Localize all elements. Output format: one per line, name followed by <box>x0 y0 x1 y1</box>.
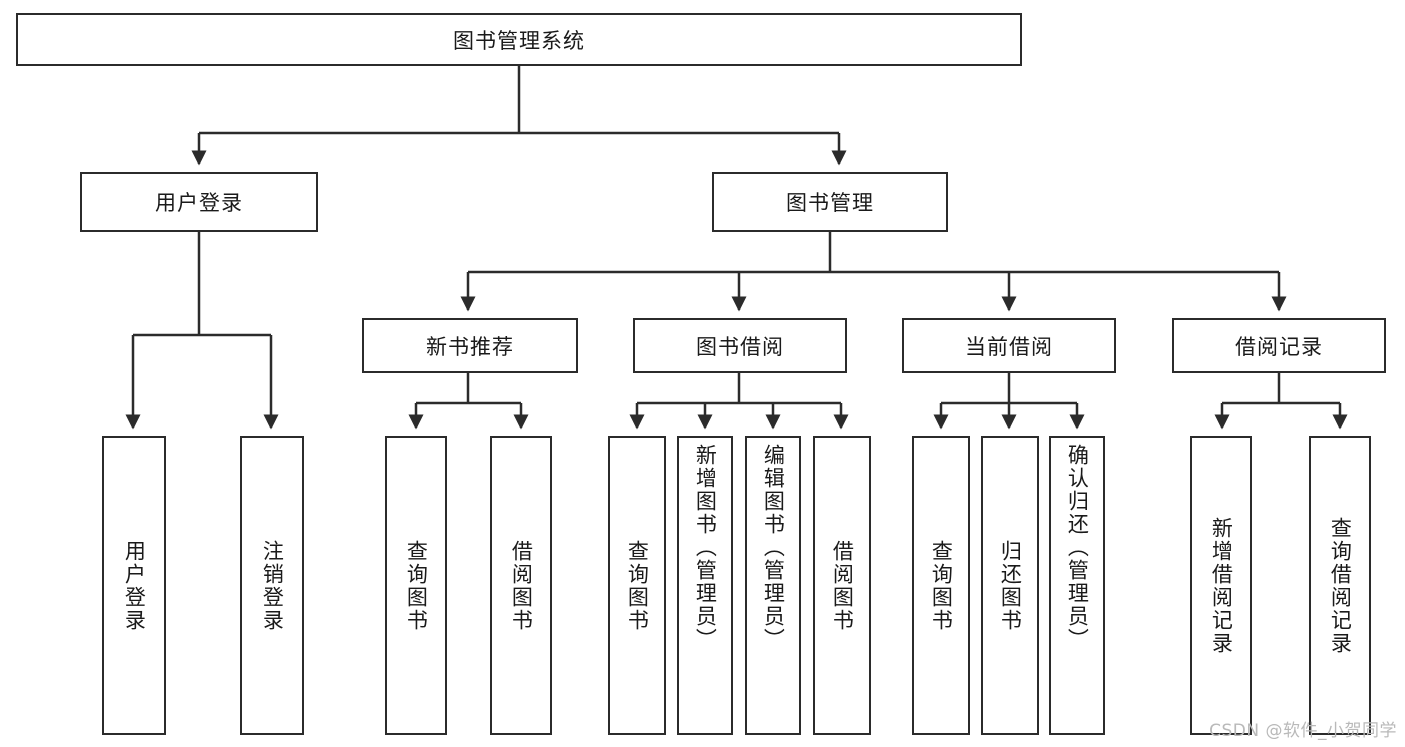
node-root[interactable]: 图书管理系统 <box>16 13 1022 66</box>
edge-bookborrow-to-leaves <box>629 373 849 430</box>
leaf-edit-book[interactable]: 编辑图书（管理员） <box>745 436 801 735</box>
leaf-confirm-return-label: 确认归还（管理员） <box>1065 444 1090 651</box>
leaf-query-book-a[interactable]: 查询图书 <box>385 436 447 735</box>
leaf-borrow-book-b[interactable]: 借阅图书 <box>813 436 871 735</box>
leaf-logout-label: 注销登录 <box>260 539 285 632</box>
leaf-query-book-a-label: 查询图书 <box>404 539 429 632</box>
leaf-query-book-c-label: 查询图书 <box>929 539 954 632</box>
leaf-borrow-book-a[interactable]: 借阅图书 <box>490 436 552 735</box>
leaf-add-record[interactable]: 新增借阅记录 <box>1190 436 1252 735</box>
node-new-book-recommend-label: 新书推荐 <box>426 334 514 359</box>
node-user-login-label: 用户登录 <box>155 191 243 215</box>
node-book-borrow-label: 图书借阅 <box>696 334 784 359</box>
node-current-borrow[interactable]: 当前借阅 <box>902 318 1116 373</box>
node-current-borrow-label: 当前借阅 <box>965 334 1053 359</box>
leaf-query-record-label: 查询借阅记录 <box>1328 516 1353 655</box>
edge-userlogin-to-leaves <box>125 232 279 430</box>
leaf-add-book[interactable]: 新增图书（管理员） <box>677 436 733 735</box>
leaf-user-login[interactable]: 用户登录 <box>102 436 166 735</box>
node-book-manage-label: 图书管理 <box>786 191 874 215</box>
leaf-borrow-book-a-label: 借阅图书 <box>509 539 534 632</box>
leaf-query-book-b[interactable]: 查询图书 <box>608 436 666 735</box>
leaf-user-login-label: 用户登录 <box>122 539 147 632</box>
leaf-add-record-label: 新增借阅记录 <box>1209 516 1234 655</box>
edge-bookmanage-to-level3 <box>460 232 1287 312</box>
leaf-query-book-b-label: 查询图书 <box>625 539 650 632</box>
leaf-query-record[interactable]: 查询借阅记录 <box>1309 436 1371 735</box>
leaf-edit-book-label: 编辑图书（管理员） <box>761 444 786 651</box>
leaf-return-book[interactable]: 归还图书 <box>981 436 1039 735</box>
leaf-add-book-label: 新增图书（管理员） <box>693 444 718 651</box>
node-root-label: 图书管理系统 <box>453 28 585 53</box>
csdn-watermark: CSDN @软件_小贺同学 <box>1209 721 1397 741</box>
edge-borrowrecord-to-leaves <box>1214 373 1348 430</box>
leaf-borrow-book-b-label: 借阅图书 <box>830 539 855 632</box>
leaf-confirm-return[interactable]: 确认归还（管理员） <box>1049 436 1105 735</box>
leaf-query-book-c[interactable]: 查询图书 <box>912 436 970 735</box>
leaf-logout[interactable]: 注销登录 <box>240 436 304 735</box>
node-book-borrow[interactable]: 图书借阅 <box>633 318 847 373</box>
edge-newbook-to-leaves <box>408 373 529 430</box>
node-new-book-recommend[interactable]: 新书推荐 <box>362 318 578 373</box>
edge-currentborrow-to-leaves <box>933 373 1085 430</box>
leaf-return-book-label: 归还图书 <box>998 539 1023 632</box>
node-borrow-record[interactable]: 借阅记录 <box>1172 318 1386 373</box>
node-borrow-record-label: 借阅记录 <box>1235 334 1323 359</box>
edge-root-to-level2 <box>191 66 847 166</box>
node-book-manage[interactable]: 图书管理 <box>712 172 948 232</box>
node-user-login[interactable]: 用户登录 <box>80 172 318 232</box>
